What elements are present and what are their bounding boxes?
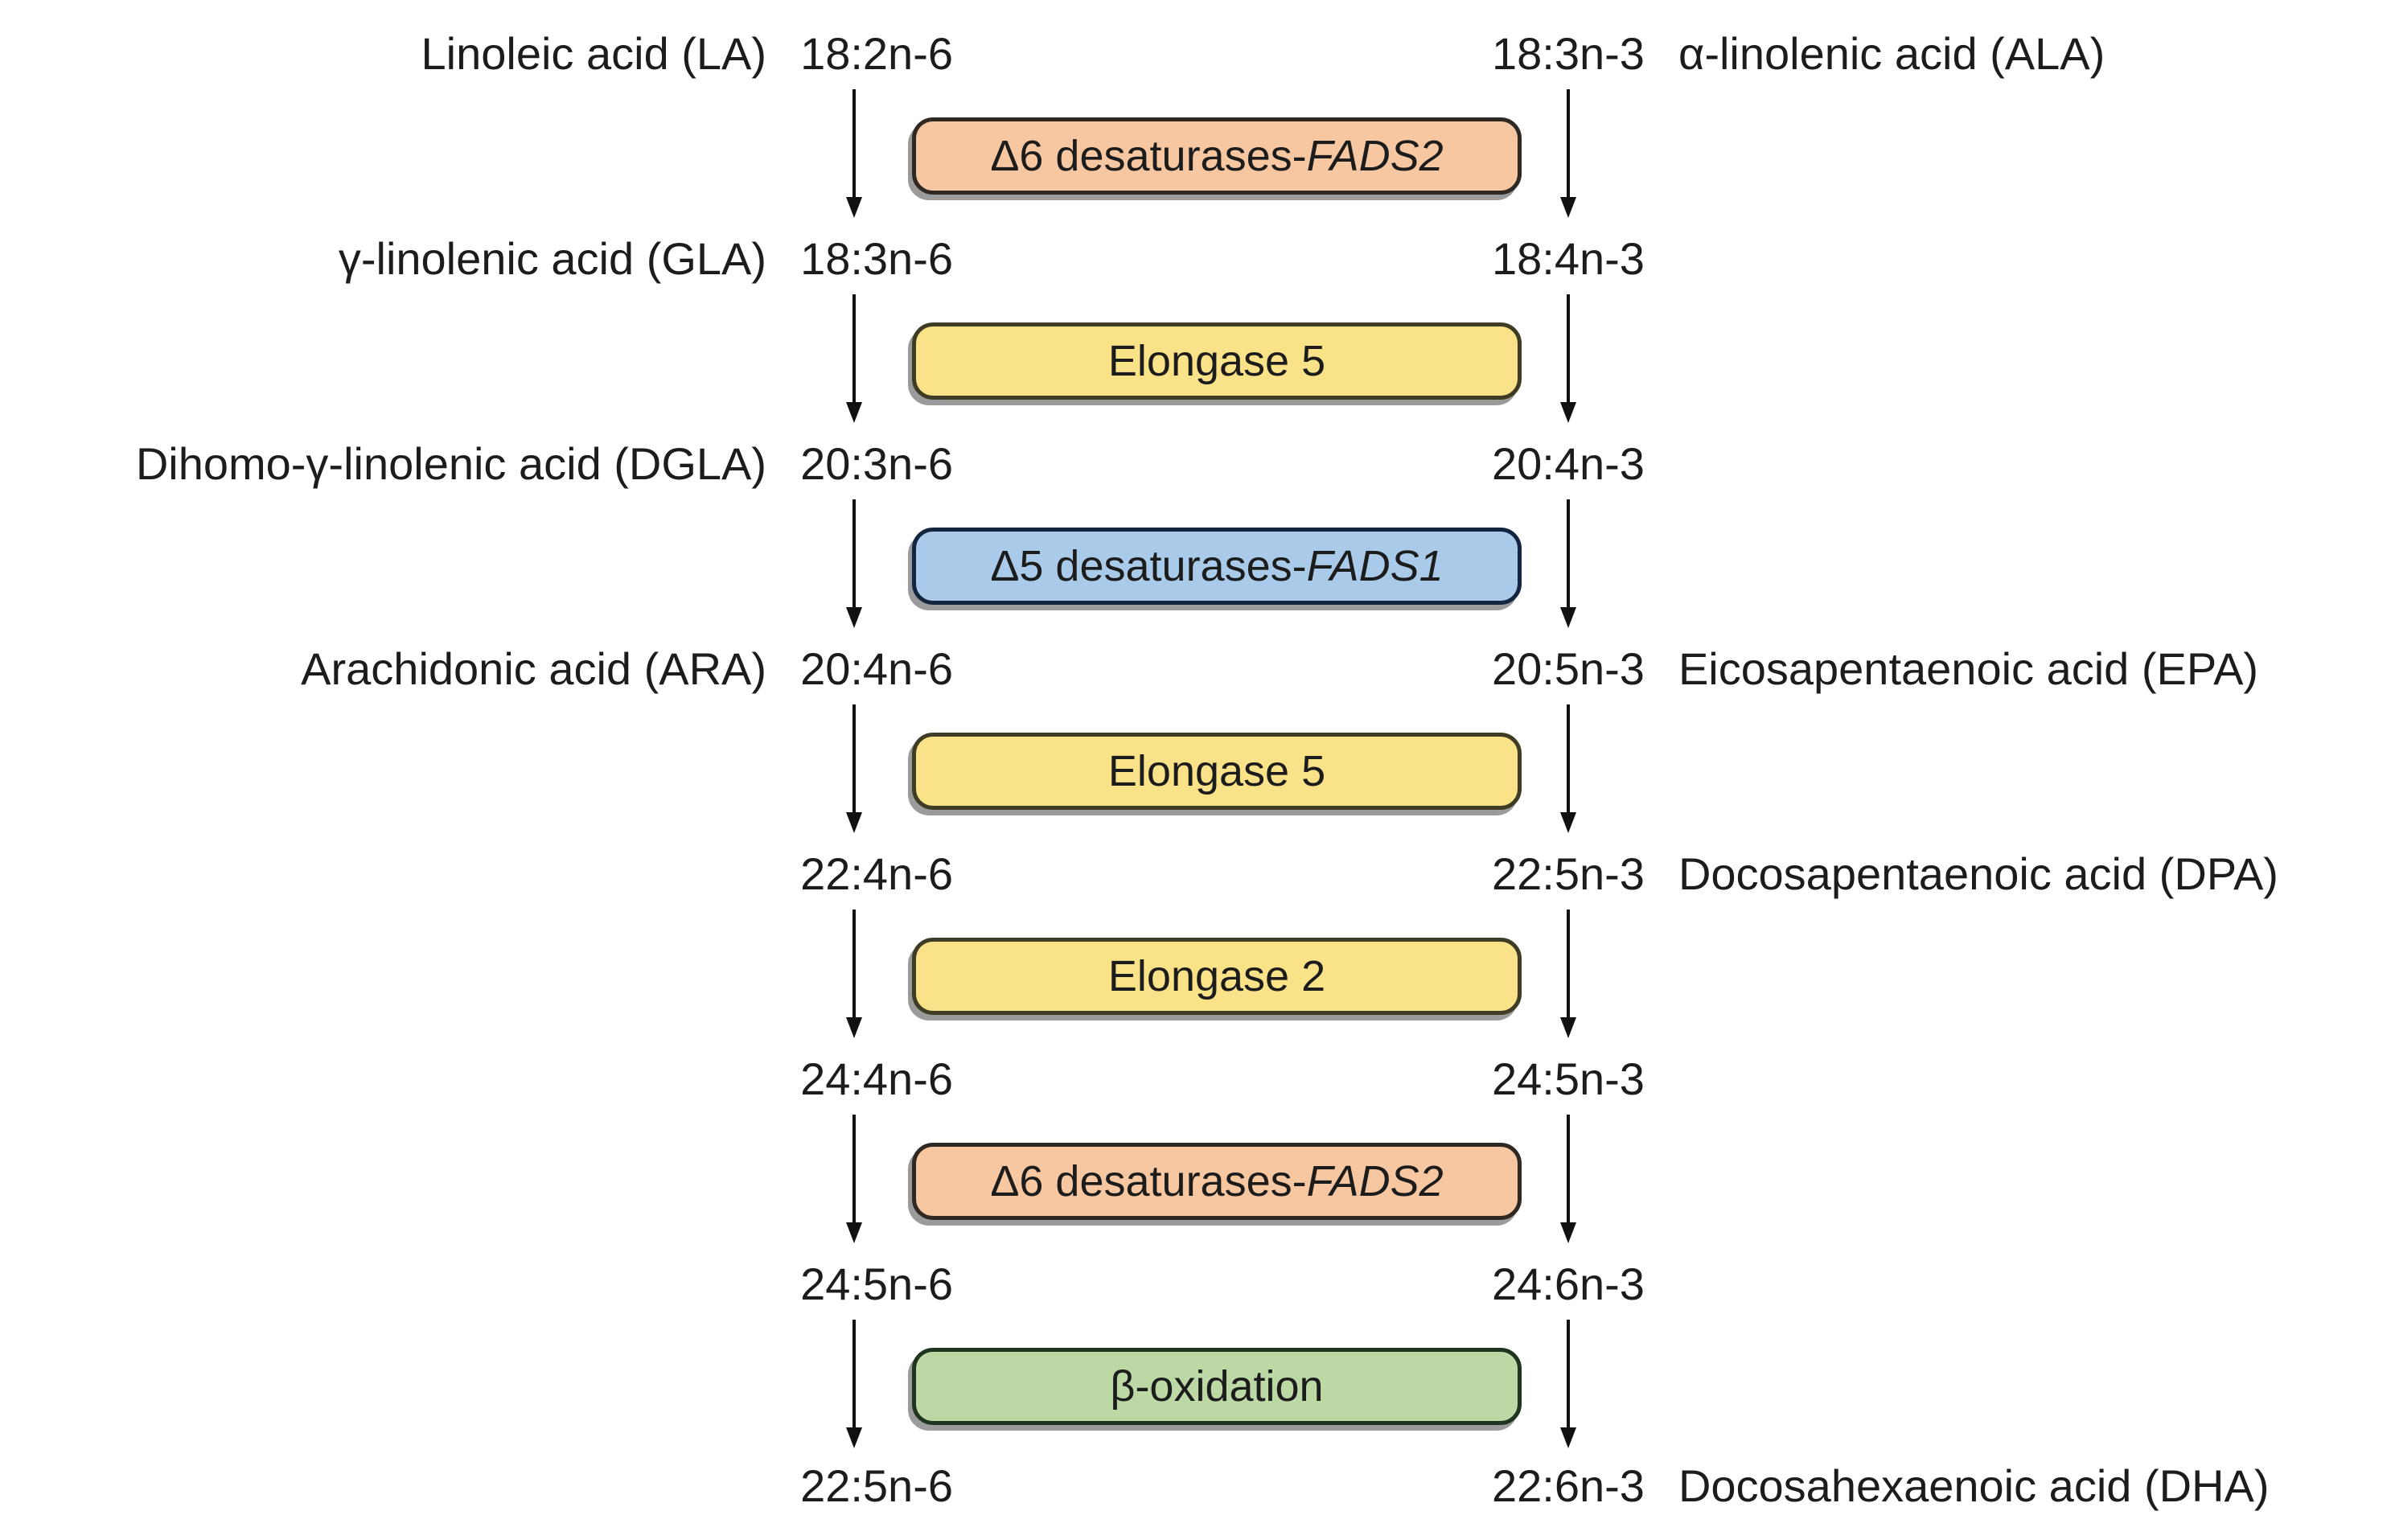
compound-row-left: 22:5n-6 xyxy=(766,1456,953,1517)
enzyme-label: Δ6 desaturases- xyxy=(990,132,1307,180)
down-arrow xyxy=(846,294,862,423)
enzyme-label: Elongase 5 xyxy=(1107,747,1326,795)
enzyme-box-delta6-desaturase: Δ6 desaturases-FADS2 xyxy=(912,117,1522,195)
compound-name: Eicosapentaenoic acid (EPA) xyxy=(1678,643,2259,694)
compound-row-right: 22:6n-3 Docosahexaenoic acid (DHA) xyxy=(1492,1456,2270,1517)
enzyme-label: Δ6 desaturases- xyxy=(990,1157,1307,1205)
compound-row-right: 24:6n-3 xyxy=(1492,1254,1678,1315)
compound-row-left: Arachidonic acid (ARA) 20:4n-6 xyxy=(301,639,953,700)
enzyme-box-beta-oxidation: β-oxidation xyxy=(912,1348,1522,1425)
down-arrow xyxy=(846,1320,862,1448)
compound-row-right: 18:3n-3 α-linolenic acid (ALA) xyxy=(1492,23,2105,84)
compound-formula: 22:5n-6 xyxy=(800,1460,953,1511)
compound-formula: 18:4n-3 xyxy=(1492,233,1645,284)
compound-name: α-linolenic acid (ALA) xyxy=(1678,28,2105,79)
down-arrow xyxy=(846,499,862,628)
compound-formula: 22:6n-3 xyxy=(1492,1460,1645,1511)
down-arrow xyxy=(846,1115,862,1243)
enzyme-label: β-oxidation xyxy=(1110,1362,1324,1411)
compound-formula: 24:5n-6 xyxy=(800,1259,953,1309)
compound-row-left: 22:4n-6 xyxy=(766,844,953,905)
down-arrow xyxy=(846,910,862,1038)
compound-formula: 20:4n-6 xyxy=(800,643,953,694)
compound-formula: 20:5n-3 xyxy=(1492,643,1645,694)
compound-row-left: Dihomo-γ-linolenic acid (DGLA) 20:3n-6 xyxy=(136,433,953,495)
compound-name: Arachidonic acid (ARA) xyxy=(301,643,767,694)
down-arrow xyxy=(1560,910,1576,1038)
down-arrow xyxy=(1560,704,1576,833)
compound-row-left: 24:5n-6 xyxy=(766,1254,953,1315)
compound-formula: 20:4n-3 xyxy=(1492,438,1645,489)
compound-row-right: 18:4n-3 xyxy=(1492,228,1678,290)
enzyme-box-delta6-desaturase: Δ6 desaturases-FADS2 xyxy=(912,1143,1522,1220)
compound-formula: 18:3n-3 xyxy=(1492,28,1645,79)
compound-formula: 24:6n-3 xyxy=(1492,1259,1645,1309)
compound-row-right: 22:5n-3 Docosapentaenoic acid (DPA) xyxy=(1492,844,2278,905)
compound-formula: 22:4n-6 xyxy=(800,848,953,899)
compound-formula: 24:4n-6 xyxy=(800,1053,953,1104)
enzyme-gene: FADS1 xyxy=(1306,542,1444,590)
enzyme-box-elongase-2: Elongase 2 xyxy=(912,938,1522,1015)
enzyme-box-elongase-5: Elongase 5 xyxy=(912,322,1522,400)
enzyme-label: Elongase 2 xyxy=(1107,952,1326,1000)
compound-row-right: 20:5n-3 Eicosapentaenoic acid (EPA) xyxy=(1492,639,2258,700)
compound-name: Docosahexaenoic acid (DHA) xyxy=(1678,1460,2270,1511)
compound-name: γ-linolenic acid (GLA) xyxy=(338,233,767,284)
compound-row-left: 24:4n-6 xyxy=(766,1049,953,1110)
enzyme-box-delta5-desaturase: Δ5 desaturases-FADS1 xyxy=(912,528,1522,605)
enzyme-box-elongase-5: Elongase 5 xyxy=(912,733,1522,810)
down-arrow xyxy=(1560,294,1576,423)
down-arrow xyxy=(1560,499,1576,628)
down-arrow xyxy=(846,704,862,833)
compound-formula: 22:5n-3 xyxy=(1492,848,1645,899)
compound-row-right: 24:5n-3 xyxy=(1492,1049,1678,1110)
enzyme-label: Elongase 5 xyxy=(1107,337,1326,385)
compound-row-left: Linoleic acid (LA) 18:2n-6 xyxy=(421,23,953,84)
down-arrow xyxy=(846,89,862,218)
compound-formula: 24:5n-3 xyxy=(1492,1053,1645,1104)
down-arrow xyxy=(1560,1320,1576,1448)
enzyme-gene: FADS2 xyxy=(1306,132,1444,180)
compound-name: Linoleic acid (LA) xyxy=(421,28,767,79)
compound-row-right: 20:4n-3 xyxy=(1492,433,1678,495)
compound-name: Docosapentaenoic acid (DPA) xyxy=(1678,848,2278,899)
enzyme-label: Δ5 desaturases- xyxy=(990,542,1307,590)
compound-formula: 20:3n-6 xyxy=(800,438,953,489)
compound-formula: 18:2n-6 xyxy=(800,28,953,79)
down-arrow xyxy=(1560,1115,1576,1243)
down-arrow xyxy=(1560,89,1576,218)
compound-formula: 18:3n-6 xyxy=(800,233,953,284)
compound-name: Dihomo-γ-linolenic acid (DGLA) xyxy=(135,438,767,489)
enzyme-gene: FADS2 xyxy=(1306,1157,1444,1205)
compound-row-left: γ-linolenic acid (GLA) 18:3n-6 xyxy=(339,228,953,290)
